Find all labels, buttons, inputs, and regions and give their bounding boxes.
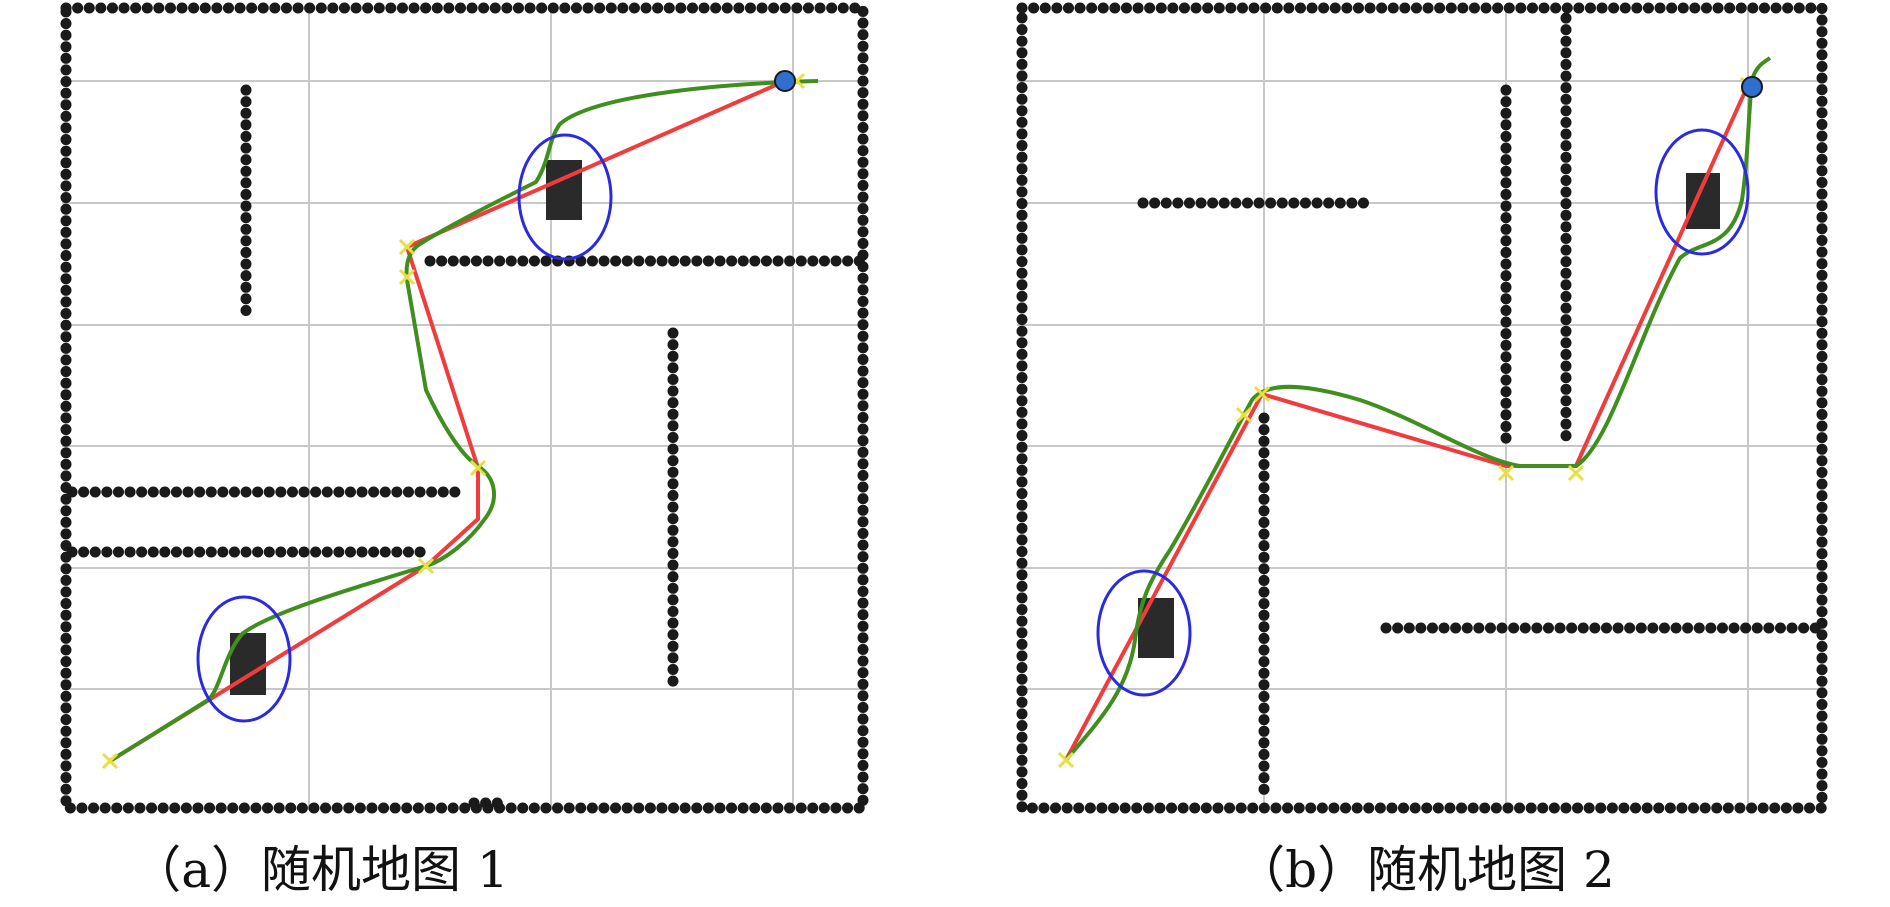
panel-a-waypoints [101, 72, 806, 770]
panel-a-goal-marker [774, 70, 796, 92]
panel-a: （a）随机地图 1 [60, 2, 869, 899]
panel-b-caption: （b）随机地图 2 [1235, 841, 1615, 899]
panel-a-obstacle-block-1 [546, 160, 582, 220]
panel-a-highlight-ellipse-1 [517, 133, 613, 261]
panel-a-waypoint-marker [398, 268, 416, 286]
panel-a-planned-path [108, 79, 786, 763]
panel-b-planned-path [1064, 84, 1750, 761]
panel-a-waypoint-marker [417, 557, 435, 575]
panel-b-waypoint-marker [1235, 406, 1253, 424]
panel-b: （b）随机地图 2 [1016, 2, 1828, 899]
panel-b-obstacle-block-2 [1138, 598, 1174, 658]
panel-a-border-wall [60, 2, 869, 814]
panel-b-obstacles [1016, 2, 1828, 814]
panel-a-waypoint-marker [398, 238, 416, 256]
panel-a-caption: （a）随机地图 1 [131, 841, 509, 899]
panel-b-highlight-ellipse-1 [1654, 128, 1750, 256]
panel-a-waypoint-marker [101, 752, 119, 770]
panel-b-waypoint-marker [1497, 464, 1515, 482]
panel-a-highlight-ellipse-2 [196, 595, 292, 723]
panel-b-waypoint-marker [1057, 751, 1075, 769]
panel-b-grid [1017, 8, 1820, 810]
panel-b-goal-marker [1741, 76, 1763, 98]
panel-b-waypoints [1057, 76, 1757, 769]
panel-a-smoothed-path [108, 79, 819, 763]
panel-a-obstacles [60, 2, 869, 814]
panel-b-waypoint-marker [1253, 385, 1271, 403]
panel-a-grid [62, 8, 866, 810]
panel-b-waypoint-marker [1567, 464, 1585, 482]
panel-b-smoothed-path [1064, 56, 1772, 762]
panel-a-waypoint-marker [469, 459, 487, 477]
panel-b-border-wall [1016, 2, 1828, 814]
panel-b-highlight-ellipse-2 [1096, 569, 1192, 697]
